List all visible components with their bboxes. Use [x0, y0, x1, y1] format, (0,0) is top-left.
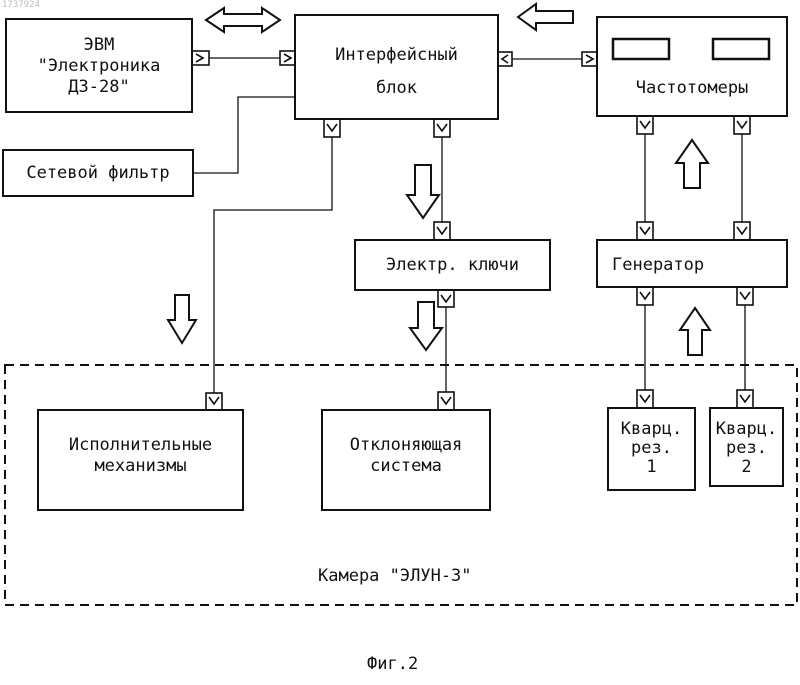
arrow-down-actuators-icon	[168, 295, 196, 343]
figure-caption: Фиг.2	[367, 654, 418, 675]
frequency-meters-block	[597, 17, 787, 116]
evm-label-line-3: ДЗ-28"	[6, 77, 192, 98]
connector-gen-top-left	[637, 222, 653, 240]
actuators-label-line-2: механизмы	[38, 456, 243, 477]
connector-gen-top-right	[734, 222, 750, 240]
quartz-resonator-1-label: Кварц. рез. 1	[608, 420, 695, 477]
arrow-up-freq-icon	[676, 140, 708, 188]
deflection-system-label-line-1: Отклоняющая	[322, 435, 490, 456]
freq-display-1	[613, 39, 669, 59]
quartz-resonator-2-line-1: Кварц.	[710, 420, 783, 439]
deflection-system-label-line-2: система	[322, 456, 490, 477]
connector-freq-bottom-left	[637, 116, 653, 134]
quartz-resonator-1-line-1: Кварц.	[608, 420, 695, 439]
electronic-keys-label: Электр. ключи	[355, 255, 550, 276]
arrow-up-generator-icon	[680, 308, 710, 355]
connector-actuators-top	[206, 393, 222, 410]
quartz-resonator-1-line-2: рез.	[608, 439, 695, 458]
interface-label-line-2: блок	[295, 78, 498, 99]
quartz-resonator-2-label: Кварц. рез. 2	[710, 420, 783, 477]
connector-interface-right	[498, 52, 512, 66]
connector-freq-left	[582, 52, 597, 66]
connector-interface-bottom-left	[324, 119, 340, 137]
connector-deflection-top	[438, 392, 454, 410]
connector-evm-right	[192, 51, 209, 65]
deflection-system-label: Отклоняющая система	[322, 435, 490, 477]
arrow-down-deflection-icon	[410, 302, 442, 350]
document-number: 1737924	[2, 0, 40, 10]
connector-keys-bottom	[438, 290, 454, 307]
connector-keys-top	[434, 222, 450, 240]
connector-quartz1-top	[637, 390, 653, 408]
evm-label-line-1: ЭВМ	[6, 35, 192, 56]
bidirectional-arrow-icon	[206, 8, 280, 32]
connector-interface-left	[280, 51, 295, 65]
actuators-label-line-1: Исполнительные	[38, 435, 243, 456]
connector-interface-bottom-right	[434, 119, 450, 137]
interface-label-line-1: Интерфейсный	[295, 45, 498, 66]
connector-gen-bottom-right	[737, 287, 753, 305]
actuators-label: Исполнительные механизмы	[38, 435, 243, 477]
chamber-label: Камера "ЭЛУН-3"	[318, 566, 472, 587]
arrow-down-keys-icon	[407, 165, 439, 218]
freq-display-2	[713, 39, 769, 59]
interface-label: Интерфейсный блок	[295, 45, 498, 99]
connector-quartz2-top	[737, 390, 753, 408]
evm-label: ЭВМ "Электроника ДЗ-28"	[6, 35, 192, 98]
quartz-resonator-2-line-2: рез.	[710, 439, 783, 458]
quartz-resonator-2-line-3: 2	[710, 458, 783, 477]
frequency-meters-label: Частотомеры	[597, 78, 787, 99]
arrow-left-icon	[518, 4, 573, 30]
network-filter-label: Сетевой фильтр	[3, 163, 193, 184]
quartz-resonator-1-line-3: 1	[608, 458, 695, 477]
connector-freq-bottom-right	[734, 116, 750, 134]
generator-label: Генератор	[612, 255, 704, 276]
evm-label-line-2: "Электроника	[6, 56, 192, 77]
connector-gen-bottom-left	[637, 287, 653, 305]
